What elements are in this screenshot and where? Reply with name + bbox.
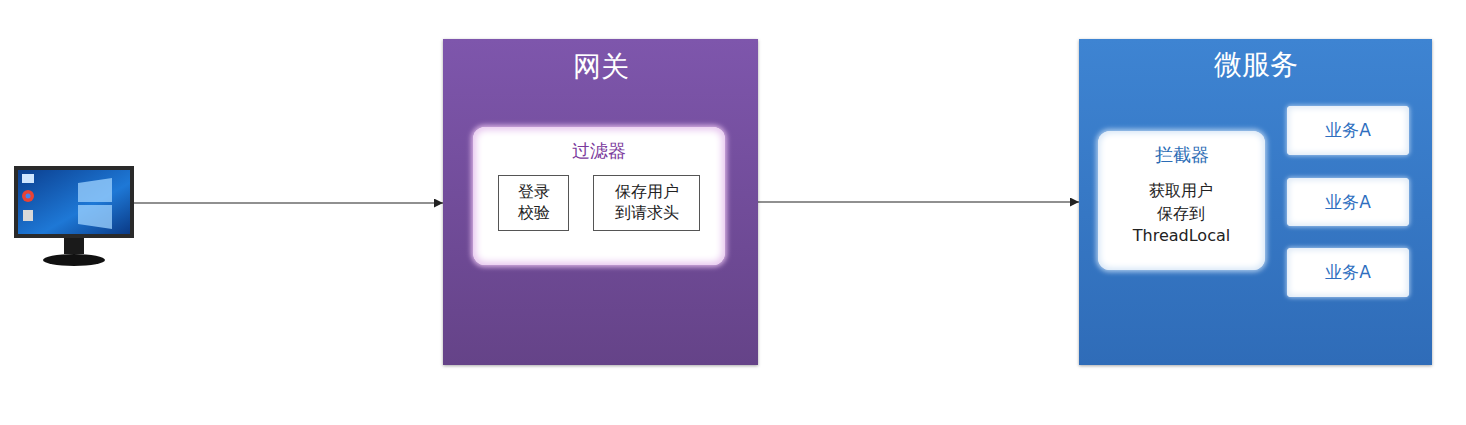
microservice-panel: 微服务拦截器获取用户 保存到 ThreadLocal 业务A 业务A 业务A — [1079, 39, 1432, 365]
business-box: 业务A — [1287, 178, 1409, 226]
desktop-icon — [22, 190, 34, 202]
desktop-icon — [22, 174, 34, 183]
panel-title: 微服务 — [1214, 47, 1298, 83]
box-body: 获取用户 保存到 ThreadLocal — [1133, 180, 1230, 247]
monitor-screen — [18, 170, 130, 234]
business-box: 业务A — [1287, 248, 1409, 297]
flow-arrow — [758, 201, 1079, 202]
windows-logo — [78, 178, 112, 229]
business-label: 业务A — [1325, 119, 1371, 141]
monitor-base — [43, 254, 105, 266]
box-title: 拦截器 — [1155, 143, 1209, 166]
business-label: 业务A — [1325, 191, 1371, 213]
business-label: 业务A — [1325, 261, 1371, 283]
step-box: 保存用户 到请求头 — [593, 175, 700, 231]
step-box: 登录 校验 — [498, 175, 569, 231]
desktop-icon — [26, 194, 31, 199]
desktop-icon — [23, 210, 33, 221]
business-box: 业务A — [1287, 106, 1409, 155]
step-label: 保存用户 到请求头 — [615, 182, 679, 224]
filter-box: 过滤器登录 校验 保存用户 到请求头 — [473, 127, 725, 265]
box-title: 过滤器 — [572, 139, 626, 162]
gateway-panel: 网关过滤器登录 校验 保存用户 到请求头 — [443, 39, 758, 365]
computer-monitor — [14, 166, 134, 266]
monitor-frame — [14, 166, 134, 238]
step-label: 登录 校验 — [518, 182, 550, 224]
interceptor-box: 拦截器获取用户 保存到 ThreadLocal — [1098, 131, 1265, 270]
request-arrow — [134, 202, 443, 203]
monitor-stand — [64, 238, 84, 254]
panel-title: 网关 — [573, 49, 629, 85]
